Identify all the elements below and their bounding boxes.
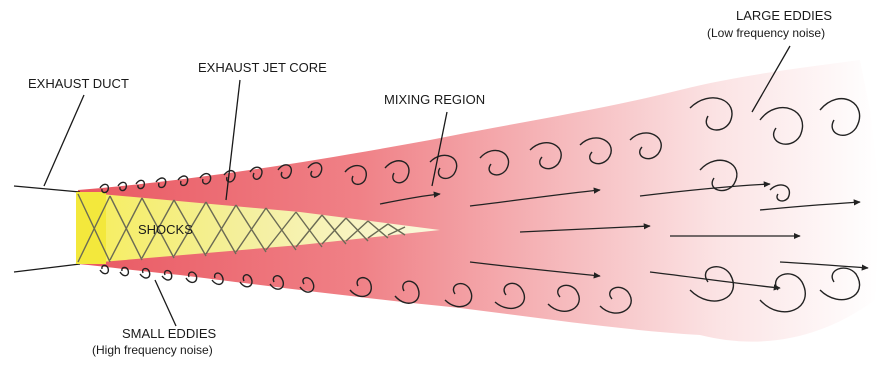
exhaust-duct-upper-wall bbox=[14, 186, 80, 192]
mixing-region-label: MIXING REGION bbox=[384, 92, 485, 107]
large-eddies-label: LARGE EDDIES bbox=[736, 8, 832, 23]
exhaust-duct-leader bbox=[44, 95, 84, 186]
nozzle-exit bbox=[76, 192, 106, 264]
exhaust-duct-lower-wall bbox=[14, 264, 80, 272]
small-eddies-label: SMALL EDDIES bbox=[122, 326, 216, 341]
small-eddies-leader bbox=[155, 280, 176, 326]
large-eddies-note: (Low frequency noise) bbox=[707, 26, 825, 40]
shocks-label: SHOCKS bbox=[138, 222, 193, 237]
small-eddies-note: (High frequency noise) bbox=[92, 343, 213, 357]
exhaust-duct-label: EXHAUST DUCT bbox=[28, 76, 129, 91]
exhaust-jet-core-label: EXHAUST JET CORE bbox=[198, 60, 327, 75]
